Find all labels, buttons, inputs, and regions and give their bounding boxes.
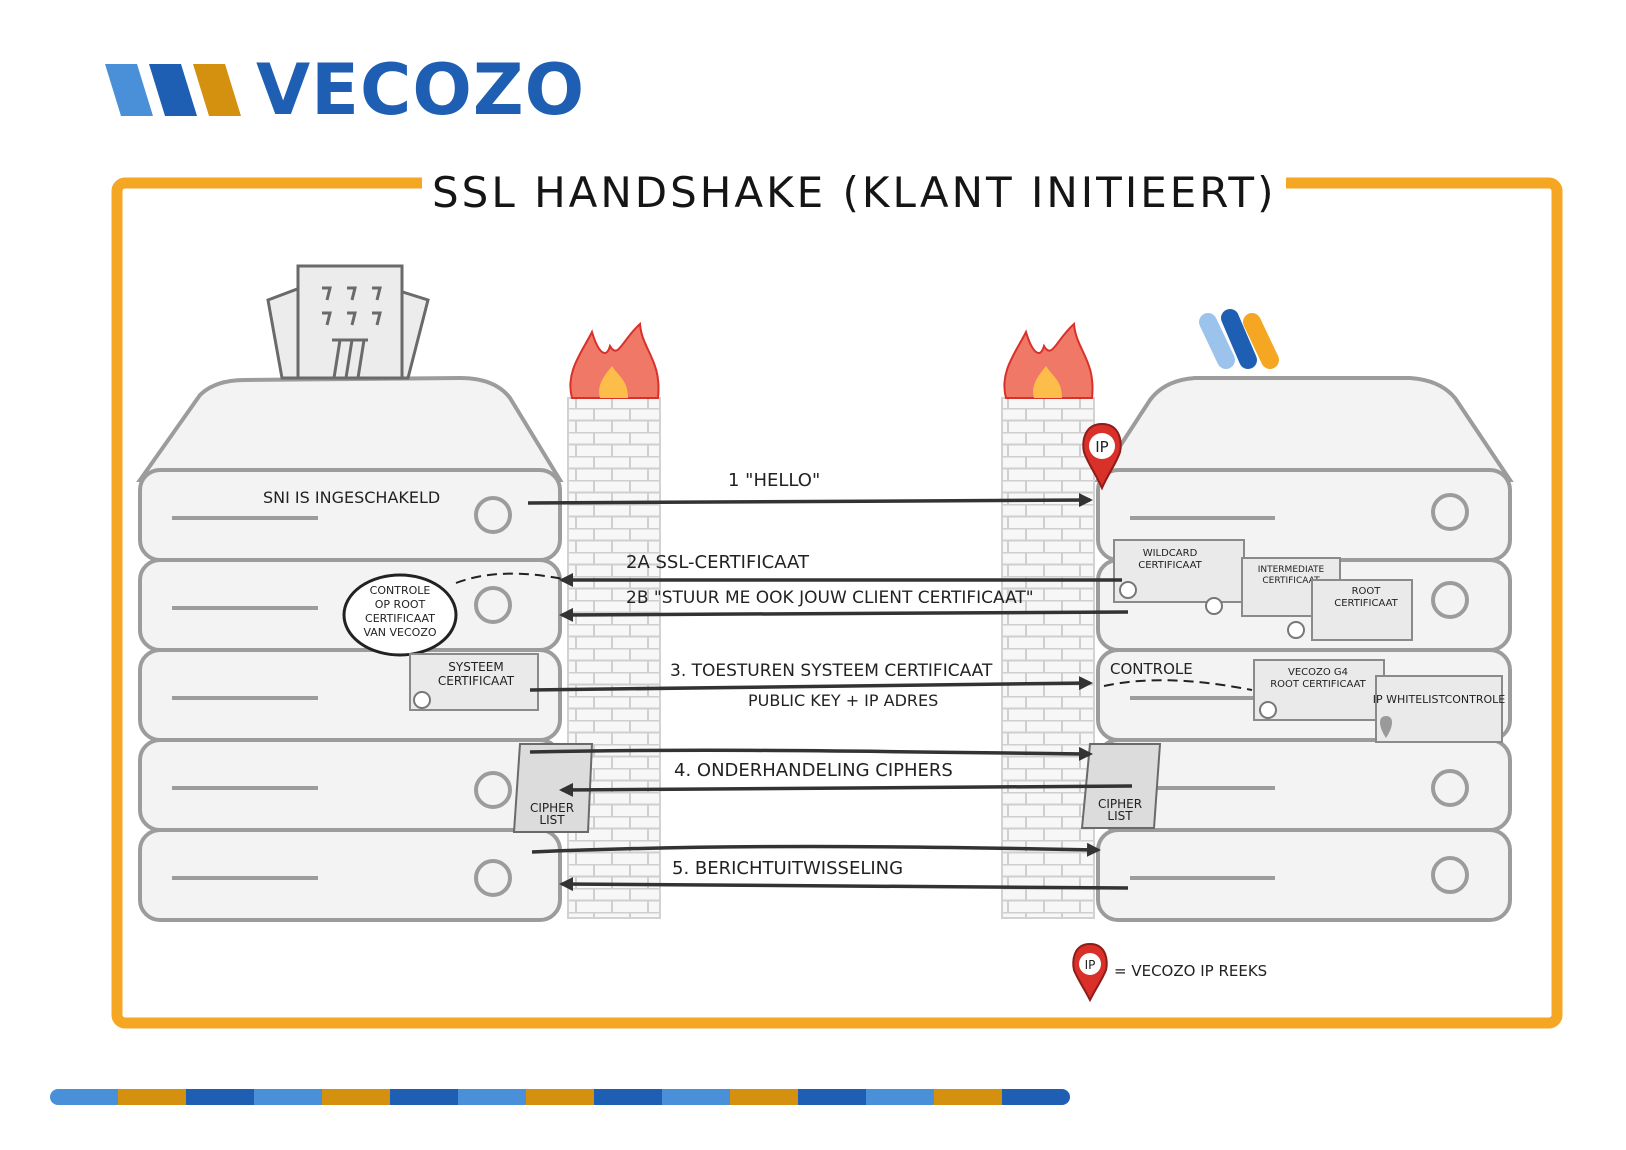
cipher-list-line: LIST xyxy=(1107,809,1133,823)
stripe-segment xyxy=(866,1089,934,1105)
controle-label: CONTROLE xyxy=(1110,660,1193,678)
stripe-segment xyxy=(254,1089,322,1105)
cipher-list-left: CIPHER LIST xyxy=(512,743,594,833)
controle-bubble-line: CONTROLE xyxy=(370,584,431,597)
left-server-unit xyxy=(138,828,562,922)
root-cert-line: CERTIFICAAT xyxy=(1334,598,1398,609)
arrow-ciphers-out xyxy=(529,746,1093,761)
arrow-systeem-cert xyxy=(529,676,1093,692)
systeem-certificate: SYSTEEM CERTIFICAAT xyxy=(409,653,539,711)
whitelist-box: IP WHITELISTCONTROLE xyxy=(1373,675,1506,743)
legend: IP = VECOZO IP REEKS xyxy=(1072,942,1267,1003)
arrow-hello xyxy=(527,493,1093,508)
cipher-list-line: CIPHER xyxy=(1098,797,1142,811)
root-certificate: ROOT CERTIFICAAT xyxy=(1287,579,1413,641)
controle-dashed-link xyxy=(455,572,569,584)
seal-icon xyxy=(413,691,431,709)
step-2a-label: 2A SSL-CERTIFICAAT xyxy=(626,552,810,573)
whitelist-label: IP WHITELISTCONTROLE xyxy=(1373,693,1506,706)
stripe-segment xyxy=(322,1089,390,1105)
arrow-berichten-out xyxy=(531,842,1101,857)
seal-icon xyxy=(1205,597,1223,615)
flame-icon xyxy=(1003,321,1094,399)
stripe-segment xyxy=(594,1089,662,1105)
vecozo-mini-logo-icon xyxy=(1199,309,1279,369)
legend-text: = VECOZO IP REEKS xyxy=(1114,962,1267,980)
seal-icon xyxy=(1119,581,1137,599)
step-3-sub-label: PUBLIC KEY + IP ADRES xyxy=(748,691,938,710)
arrow-client-cert-request xyxy=(559,607,1129,622)
flame-icon xyxy=(569,321,660,399)
stripe-segment xyxy=(730,1089,798,1105)
vecozo-root-cert-line: VECOZO G4 xyxy=(1288,667,1348,678)
logo-text: VECOZO xyxy=(256,49,586,131)
wildcard-certificate: WILDCARD CERTIFICAAT xyxy=(1113,539,1245,603)
left-server-unit xyxy=(138,738,562,832)
intermediate-cert-line: CERTIFICAAT xyxy=(1262,576,1320,586)
left-server-unit xyxy=(138,468,562,562)
seal-icon xyxy=(1259,701,1277,719)
step-1-label: 1 "HELLO" xyxy=(728,470,820,491)
root-cert-line: ROOT xyxy=(1352,586,1382,597)
firewall-left xyxy=(567,321,661,919)
wildcard-cert-line: CERTIFICAAT xyxy=(1138,560,1202,571)
controle-bubble-line: VAN VECOZO xyxy=(363,626,436,639)
ip-pin-small-icon xyxy=(1380,716,1392,738)
step-4-label: 4. ONDERHANDELING CIPHERS xyxy=(674,760,953,781)
systeem-cert-line: CERTIFICAAT xyxy=(438,674,515,688)
intermediate-cert-line: INTERMEDIATE xyxy=(1258,565,1325,575)
right-server-stack xyxy=(1094,309,1514,922)
controle-bubble-line: OP ROOT xyxy=(375,598,426,611)
stripe-segment xyxy=(934,1089,1002,1105)
vecozo-root-cert-line: ROOT CERTIFICAAT xyxy=(1270,679,1366,690)
arrow-ciphers-back xyxy=(559,782,1133,797)
controle-bubble-line: CERTIFICAAT xyxy=(365,612,435,625)
stripe-segment xyxy=(526,1089,594,1105)
seal-icon xyxy=(1287,621,1305,639)
controle-dashed-link xyxy=(1103,679,1253,691)
step-2b-label: 2B "STUUR ME OOK JOUW CLIENT CERTIFICAAT… xyxy=(626,588,1034,608)
vecozo-root-certificate: VECOZO G4 ROOT CERTIFICAAT xyxy=(1253,659,1385,721)
cipher-list-line: CIPHER xyxy=(530,801,574,815)
ip-pin-label: IP xyxy=(1095,438,1108,456)
vecozo-logo: VECOZO xyxy=(105,49,586,131)
step-3-label: 3. TOESTUREN SYSTEEM CERTIFICAAT xyxy=(670,661,993,681)
arrow-berichten-back xyxy=(559,877,1129,892)
step-5-label: 5. BERICHTUITWISSELING xyxy=(672,858,903,879)
diagram-title: SSL HANDSHAKE (KLANT INITIEERT) xyxy=(422,168,1287,217)
right-server-unit xyxy=(1096,828,1512,922)
stripe-segment xyxy=(798,1089,866,1105)
bottom-color-stripe xyxy=(50,1089,1070,1105)
stripe-segment xyxy=(390,1089,458,1105)
systeem-cert-line: SYSTEEM xyxy=(448,660,503,674)
left-server-stack xyxy=(136,264,564,922)
stripe-segment xyxy=(118,1089,186,1105)
cipher-list-line: LIST xyxy=(539,813,565,827)
wildcard-cert-line: WILDCARD xyxy=(1143,548,1198,559)
ip-pin-legend-label: IP xyxy=(1085,958,1096,972)
firewall-right xyxy=(1001,321,1095,919)
ip-pin-icon: IP xyxy=(1082,422,1122,491)
office-building-icon xyxy=(266,264,430,380)
sni-label: SNI IS INGESCHAKELD xyxy=(263,488,440,507)
logo-stripes-icon xyxy=(105,64,241,116)
stripe-segment xyxy=(1002,1089,1070,1105)
stripe-segment xyxy=(50,1089,118,1105)
message-arrows xyxy=(527,493,1133,892)
stripe-segment xyxy=(662,1089,730,1105)
controle-bubble: CONTROLE OP ROOT CERTIFICAAT VAN VECOZO xyxy=(342,573,458,657)
stripe-segment xyxy=(186,1089,254,1105)
stripe-segment xyxy=(458,1089,526,1105)
